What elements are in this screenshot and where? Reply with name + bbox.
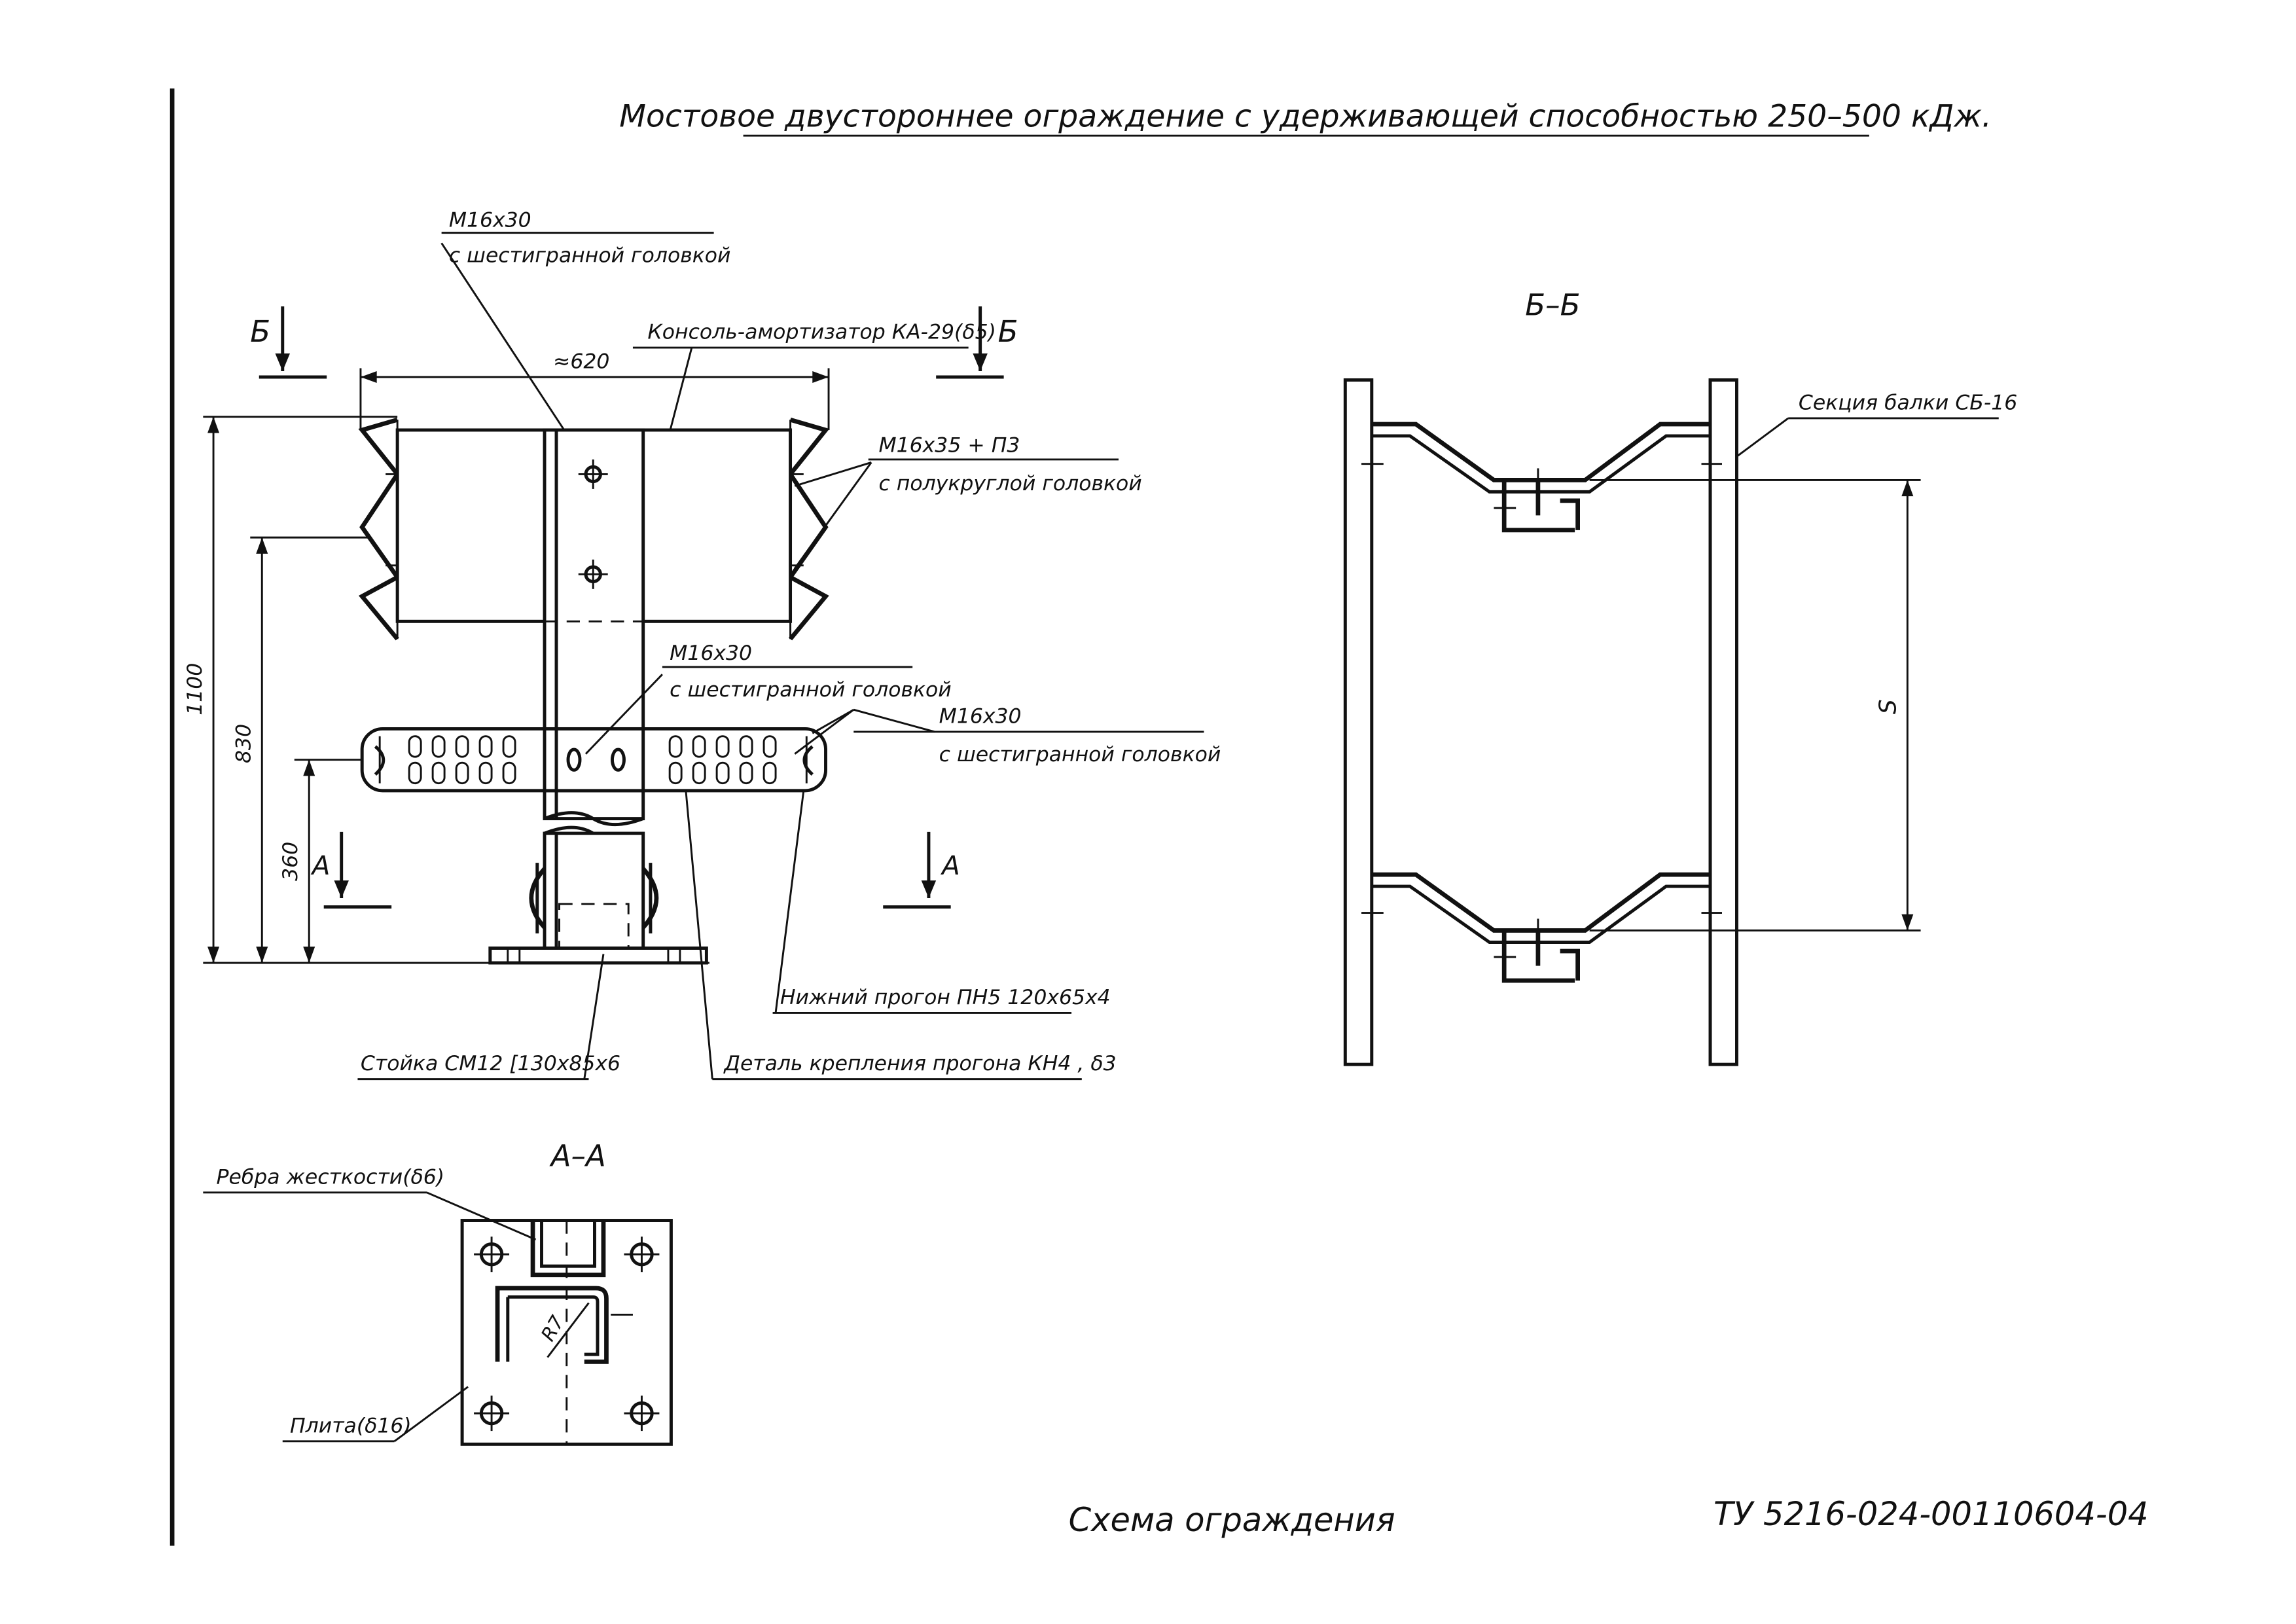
height-total-dimension: 1100: [183, 663, 207, 715]
lower-rail-label: Нижний прогон ПН5 120х65х4: [780, 986, 1111, 1009]
document-code: ТУ 5216-024-00110604-04: [1713, 1495, 2149, 1533]
bolt-mid-size-label: М16х30: [670, 641, 752, 665]
base-plate: [488, 947, 708, 965]
rail-bolt-left: [566, 748, 582, 772]
bolt-right-head-label: с полукруглой головкой: [878, 472, 1141, 496]
rail-slots: [408, 735, 777, 785]
drawing-title: Мостовое двустороннее ограждение с удерж…: [619, 99, 1992, 135]
height-beam-dimension: 830: [232, 724, 255, 763]
bolt-top-size-label: М16х30: [449, 209, 531, 232]
bolt-top-head-label: с шестигранной головкой: [449, 244, 731, 268]
aa-bolt-holes: [474, 1236, 660, 1432]
height-rail-dimension: 360: [279, 842, 302, 881]
bolt-mid-head-label: с шестигранной головкой: [670, 678, 952, 702]
bb-post-upper: [1501, 480, 1580, 533]
width-dimension: ≈620: [553, 350, 609, 374]
aa-bracket: [495, 1286, 609, 1364]
plate-label: Плита(δ16): [290, 1414, 412, 1437]
drawing-caption: Схема ограждения: [1069, 1501, 1395, 1539]
bb-console-upper: [1371, 422, 1711, 482]
bb-beam-right: [1708, 378, 1738, 1066]
main-elevation-view: М16х30 с шестигранной головкой Консоль-а…: [183, 209, 1221, 1081]
rail-bolt-right: [610, 748, 626, 772]
section-aa-title: А–А: [549, 1138, 606, 1173]
w-beam-left: [358, 417, 401, 641]
section-b-right-marker: Б: [998, 314, 1018, 349]
section-a-right-marker: А: [940, 850, 960, 881]
bolt-end-head-label: с шестигранной головкой: [939, 743, 1221, 767]
bb-post-lower: [1501, 930, 1580, 983]
bb-console-lower: [1371, 872, 1711, 933]
beam-section-label: Секция балки СБ-16: [1799, 391, 2017, 414]
aa-post-channel: [530, 1220, 606, 1278]
rail-bracket: [529, 867, 659, 929]
section-bb-title: Б–Б: [1525, 288, 1580, 323]
bolt-right-size-label: М16х35 + П3: [878, 434, 1020, 458]
section-b-left-marker: Б: [250, 314, 270, 349]
post-label: Стойка СМ12 [130х85х6: [361, 1052, 620, 1075]
section-bb-view: Б–Б S Секция балки СБ-16: [1343, 288, 2017, 1066]
bolt-end-size-label: М16х30: [939, 704, 1022, 728]
w-beam-right: [787, 417, 830, 641]
bb-beam-left: [1343, 378, 1374, 1066]
rib-label: Ребра жесткости(δ6): [217, 1165, 445, 1189]
spacing-dimension: S: [1874, 699, 1901, 714]
console-label: Консоль-амортизатор КА-29(δ5): [647, 321, 996, 344]
section-a-left-marker: А: [310, 850, 331, 881]
section-aa-view: А–А R7 Ребра жесткости(δ6) Плита(δ16): [203, 1138, 673, 1446]
post-lower: [543, 831, 645, 950]
fastener-label: Деталь крепления прогона КН4 , δ3: [723, 1052, 1116, 1075]
